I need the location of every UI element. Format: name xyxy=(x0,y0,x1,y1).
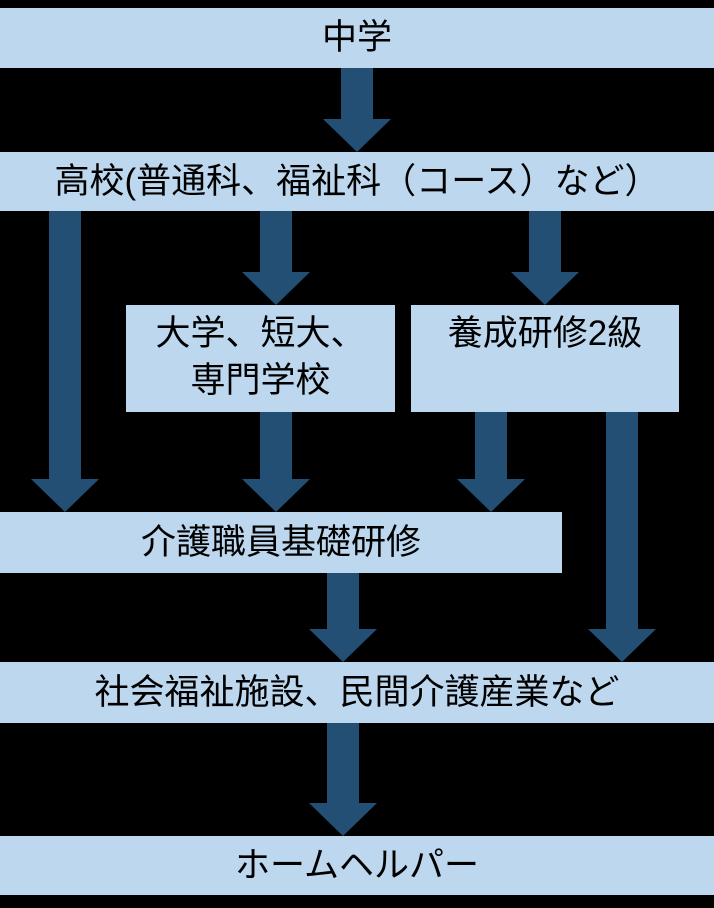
node-high-school: 高校(普通科、福祉科（コース）など） xyxy=(0,152,714,211)
node-label: 中学 xyxy=(321,18,392,58)
arrowhead-down-icon xyxy=(242,272,310,305)
node-basic-training: 介護職員基礎研修 xyxy=(0,512,562,573)
arrow-shaft xyxy=(260,412,292,479)
node-label: 社会福祉施設、民間介護産業など xyxy=(94,672,620,712)
arrow-shaft xyxy=(327,723,359,803)
arrow-shaft xyxy=(475,412,507,479)
arrow-basic-training-to-welfare-industry xyxy=(309,573,377,662)
arrow-shaft xyxy=(260,211,292,272)
arrow-junior-high-to-high-school xyxy=(323,68,391,152)
arrow-training-level2-to-basic-training xyxy=(457,412,525,512)
arrow-shaft xyxy=(49,211,81,479)
arrow-university-to-basic-training xyxy=(242,412,310,512)
arrowhead-down-icon xyxy=(31,479,99,512)
arrowhead-down-icon xyxy=(309,629,377,662)
node-label: 大学、短大、 専門学校 xyxy=(155,314,366,401)
node-label: 高校(普通科、福祉科（コース）など） xyxy=(54,161,660,201)
arrow-high-school-to-university xyxy=(242,211,310,305)
arrowhead-down-icon xyxy=(323,119,391,152)
arrow-shaft xyxy=(606,412,638,629)
node-label: 養成研修2級 xyxy=(447,314,643,353)
arrowhead-down-icon xyxy=(309,803,377,836)
node-welfare-industry: 社会福祉施設、民間介護産業など xyxy=(0,662,714,723)
arrowhead-down-icon xyxy=(457,479,525,512)
node-label: ホームヘルパー xyxy=(235,845,479,885)
arrow-shaft xyxy=(327,573,359,629)
arrow-training-level2-to-welfare-industry xyxy=(588,412,656,662)
arrow-welfare-industry-to-home-helper xyxy=(309,723,377,836)
arrowhead-down-icon xyxy=(242,479,310,512)
arrow-shaft xyxy=(341,68,373,119)
node-label: 介護職員基礎研修 xyxy=(140,522,421,562)
arrowhead-down-icon xyxy=(588,629,656,662)
arrow-shaft xyxy=(529,211,561,272)
node-home-helper: ホームヘルパー xyxy=(0,836,714,895)
node-university: 大学、短大、 専門学校 xyxy=(126,305,395,412)
arrow-high-school-to-basic-training xyxy=(31,211,99,512)
node-training-level2: 養成研修2級 xyxy=(411,305,679,412)
arrow-high-school-to-training-level2 xyxy=(511,211,579,305)
node-junior-high: 中学 xyxy=(0,8,714,68)
arrowhead-down-icon xyxy=(511,272,579,305)
